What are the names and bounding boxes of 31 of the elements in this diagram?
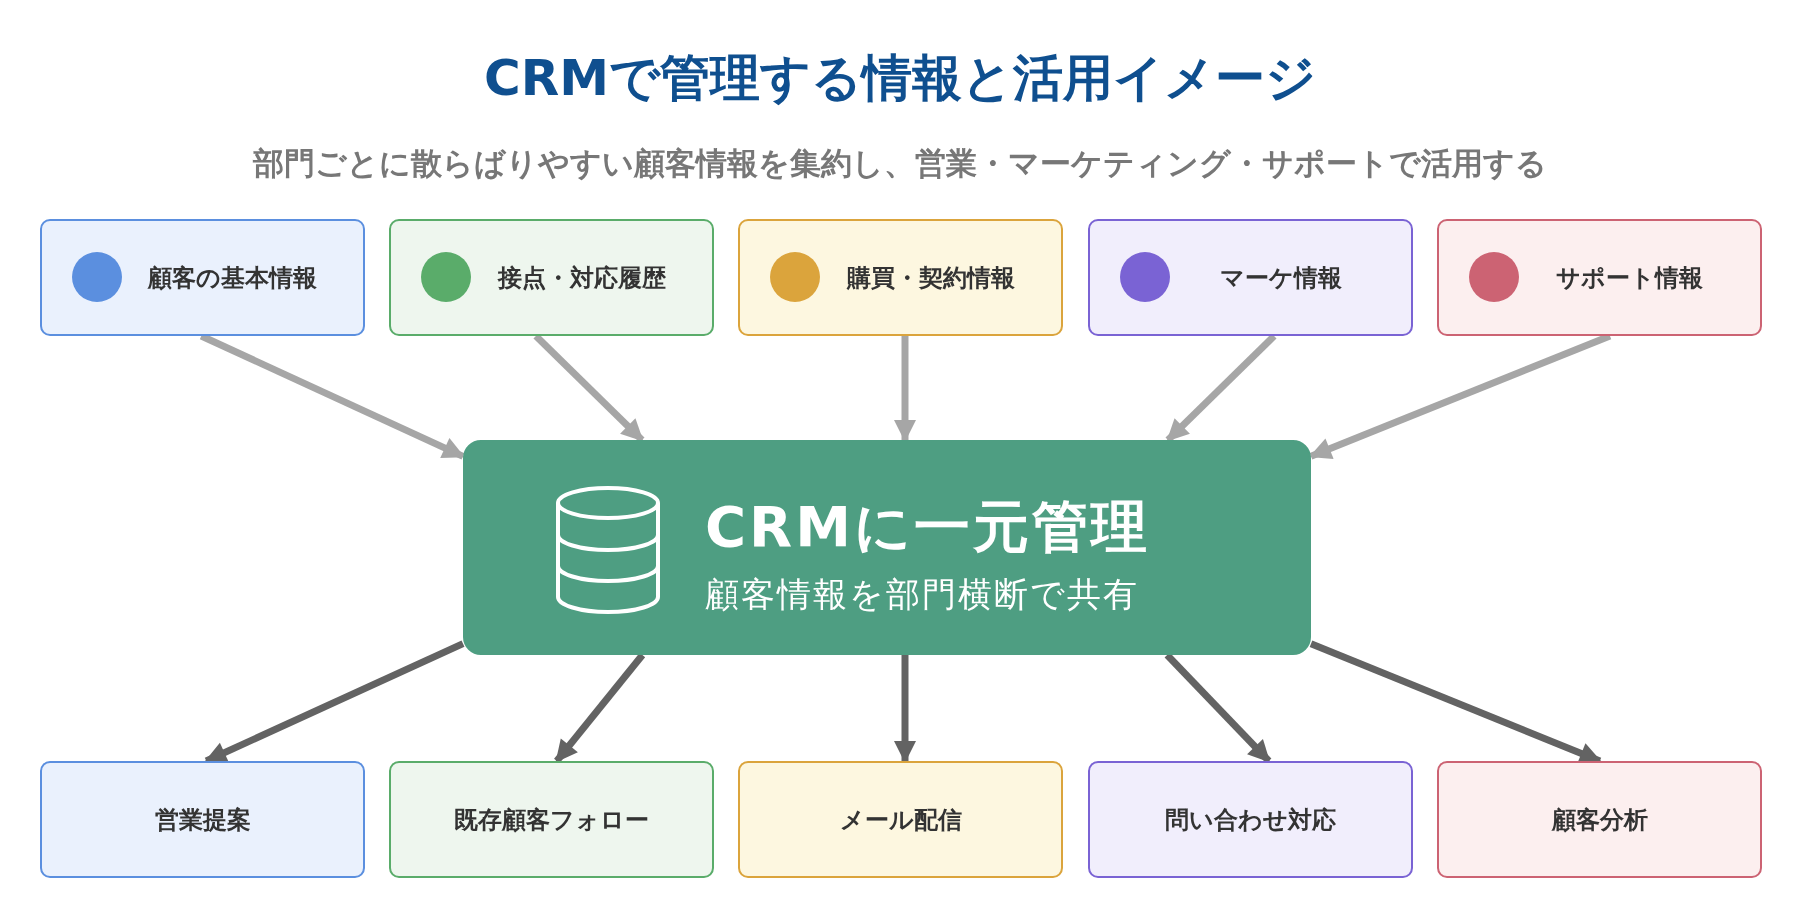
title: CRMで管理する情報と活用イメージ xyxy=(483,48,1317,109)
node-label: 顧客分析 xyxy=(1551,804,1648,836)
arrow xyxy=(533,333,645,443)
node-label: 顧客の基本情報 xyxy=(148,262,317,294)
source-box xyxy=(738,219,1063,336)
source-box xyxy=(389,219,714,336)
usage-box xyxy=(389,761,714,878)
usage-box xyxy=(1088,761,1413,878)
subtitle: 部門ごとに散らばりやすい顧客情報を集約し、営業・マーケティング・サポートで活用する xyxy=(251,144,1548,183)
source-box xyxy=(1088,219,1413,336)
hub-title: CRMに一元管理 xyxy=(705,493,1150,561)
hub-box xyxy=(463,440,1311,655)
node-label: サポート情報 xyxy=(1556,262,1703,294)
node-label: マーケ情報 xyxy=(1219,262,1342,294)
source-box xyxy=(40,219,365,336)
arrow xyxy=(894,336,916,442)
usage-box xyxy=(738,761,1063,878)
node-label: 営業提案 xyxy=(154,804,251,836)
arrow xyxy=(1164,652,1272,764)
node-label: 購買・契約情報 xyxy=(846,262,1015,294)
node-label: メール配信 xyxy=(839,804,962,836)
hub-subtitle: 顧客情報を部門横断で共有 xyxy=(705,573,1140,616)
arrow xyxy=(894,655,916,763)
arrow xyxy=(1165,333,1277,443)
arrow xyxy=(554,652,646,764)
node-label: 問い合わせ対応 xyxy=(1165,804,1336,836)
usage-box xyxy=(40,761,365,878)
source-box xyxy=(1437,219,1762,336)
usage-box xyxy=(1437,761,1762,878)
node-label: 接点・対応履歴 xyxy=(497,262,666,294)
node-label: 既存顧客フォロー xyxy=(454,804,649,836)
